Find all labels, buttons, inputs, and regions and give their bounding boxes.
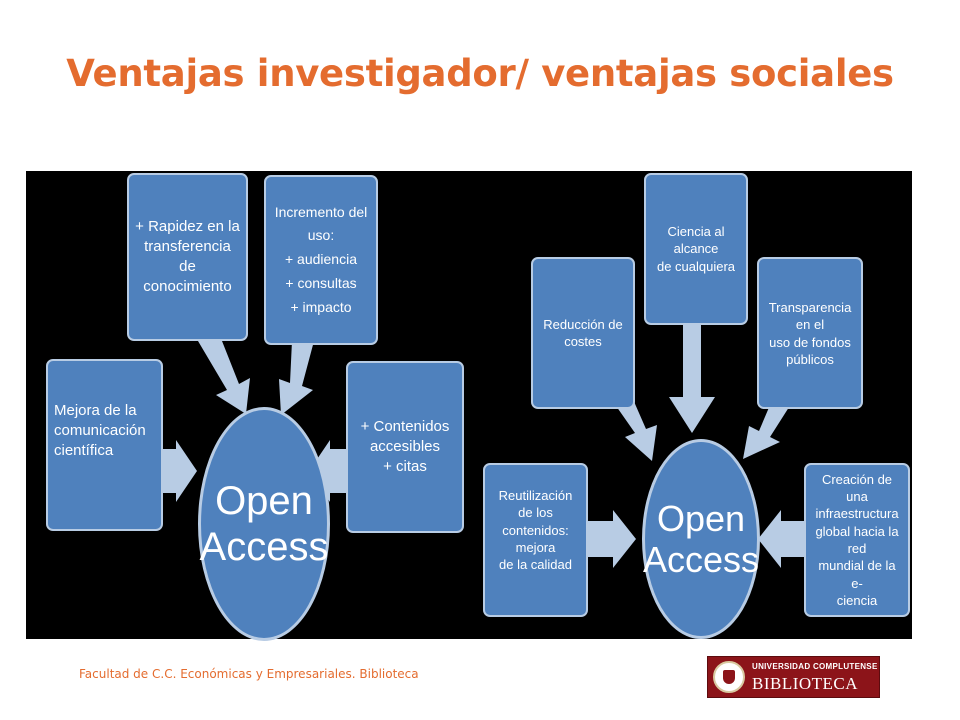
- node-incremento: Incremento del uso: + audiencia + consul…: [264, 175, 378, 345]
- node-reduccion: Reducción de costes: [531, 257, 635, 409]
- node-contenidos-line-1: + Contenidos: [360, 418, 450, 436]
- center-left-line-1: Open: [215, 479, 313, 523]
- arrow-transparencia-to-center: [743, 398, 791, 459]
- arrow-contenidos-to-center: [309, 440, 346, 502]
- arrow-rapidez-to-center: [198, 341, 250, 414]
- node-transparencia: Transparencia en el uso de fondos públic…: [757, 257, 863, 409]
- node-ciencia-line-1: Ciencia al alcance: [667, 224, 725, 257]
- node-incremento-line-2: + audiencia: [284, 251, 357, 268]
- arrow-incremento-to-center: [279, 341, 314, 415]
- node-creacion: Creación de una infraestructura global h…: [804, 463, 910, 617]
- node-creacion-line-2: infraestructura: [815, 506, 899, 522]
- node-rapidez-line-1: + Rapidez en la: [135, 218, 240, 236]
- node-creacion-line-5: ciencia: [836, 592, 878, 608]
- node-mejora-line-1: Mejora de la: [54, 402, 137, 419]
- node-incremento-line-4: + impacto: [290, 298, 352, 315]
- node-incremento-line-3: + consultas: [285, 274, 357, 291]
- node-mejora-line-3: científica: [54, 441, 114, 459]
- node-reutilizacion-line-1: Reutilización de los: [498, 488, 573, 521]
- center-right-line-1: Open: [656, 497, 746, 539]
- node-reduccion-line-2: costes: [564, 334, 602, 349]
- node-reutilizacion-line-3: de la calidad: [499, 557, 572, 573]
- footer-text: Facultad de C.C. Económicas y Empresaria…: [79, 667, 419, 681]
- arrow-reduccion-to-center: [614, 397, 657, 461]
- node-mejora-line-2: comunicación: [54, 421, 146, 439]
- node-reutilizacion: Reutilización de los contenidos: mejora …: [483, 463, 588, 617]
- node-creacion-line-1: Creación de una: [821, 471, 893, 505]
- diagram-panel: + Rapidez en la transferencia de conocim…: [26, 171, 912, 641]
- arrow-ciencia-to-center: [669, 321, 715, 433]
- node-reduccion-line-1: Reducción de: [543, 316, 623, 332]
- center-right-line-2: Access: [642, 539, 760, 580]
- node-contenidos-line-2: accesibles: [369, 438, 441, 456]
- node-rapidez: + Rapidez en la transferencia de conocim…: [127, 173, 248, 341]
- node-ciencia-line-2: de cualquiera: [656, 258, 736, 274]
- arrow-mejora-to-center: [160, 440, 197, 502]
- university-seal-icon: [713, 661, 745, 693]
- node-transparencia-line-3: públicos: [786, 351, 834, 367]
- node-rapidez-line-2: transferencia de: [144, 238, 231, 275]
- node-incremento-line-1: Incremento del uso:: [274, 203, 368, 244]
- center-open-access-right: Open Access: [642, 439, 760, 639]
- logo-library-name: BIBLIOTECA: [752, 674, 859, 693]
- logo-university-name: UNIVERSIDAD COMPLUTENSE: [752, 662, 878, 671]
- node-ciencia: Ciencia al alcance de cualquiera: [644, 173, 748, 325]
- node-mejora: Mejora de la comunicación científica: [46, 359, 163, 531]
- library-logo: UNIVERSIDAD COMPLUTENSE BIBLIOTECA: [707, 656, 880, 698]
- page-title: Ventajas investigador/ ventajas sociales: [66, 52, 894, 95]
- node-contenidos: + Contenidos accesibles + citas: [346, 361, 464, 533]
- arrow-reutilizacion-to-center: [584, 510, 636, 568]
- arrows-layer: [160, 321, 805, 568]
- node-creacion-line-3: global hacia la red: [815, 523, 899, 556]
- node-rapidez-line-3: conocimiento: [143, 277, 232, 295]
- center-open-access-left: Open Access: [198, 407, 330, 641]
- node-creacion-line-4: mundial de la e-: [818, 558, 896, 591]
- node-reutilizacion-line-2: contenidos: mejora: [502, 522, 569, 555]
- node-contenidos-line-3: + citas: [383, 457, 427, 475]
- node-transparencia-line-1: Transparencia en el: [768, 300, 852, 333]
- arrow-creacion-to-center: [758, 510, 805, 568]
- node-transparencia-line-2: uso de fondos: [769, 334, 851, 350]
- center-left-line-2: Access: [199, 525, 329, 569]
